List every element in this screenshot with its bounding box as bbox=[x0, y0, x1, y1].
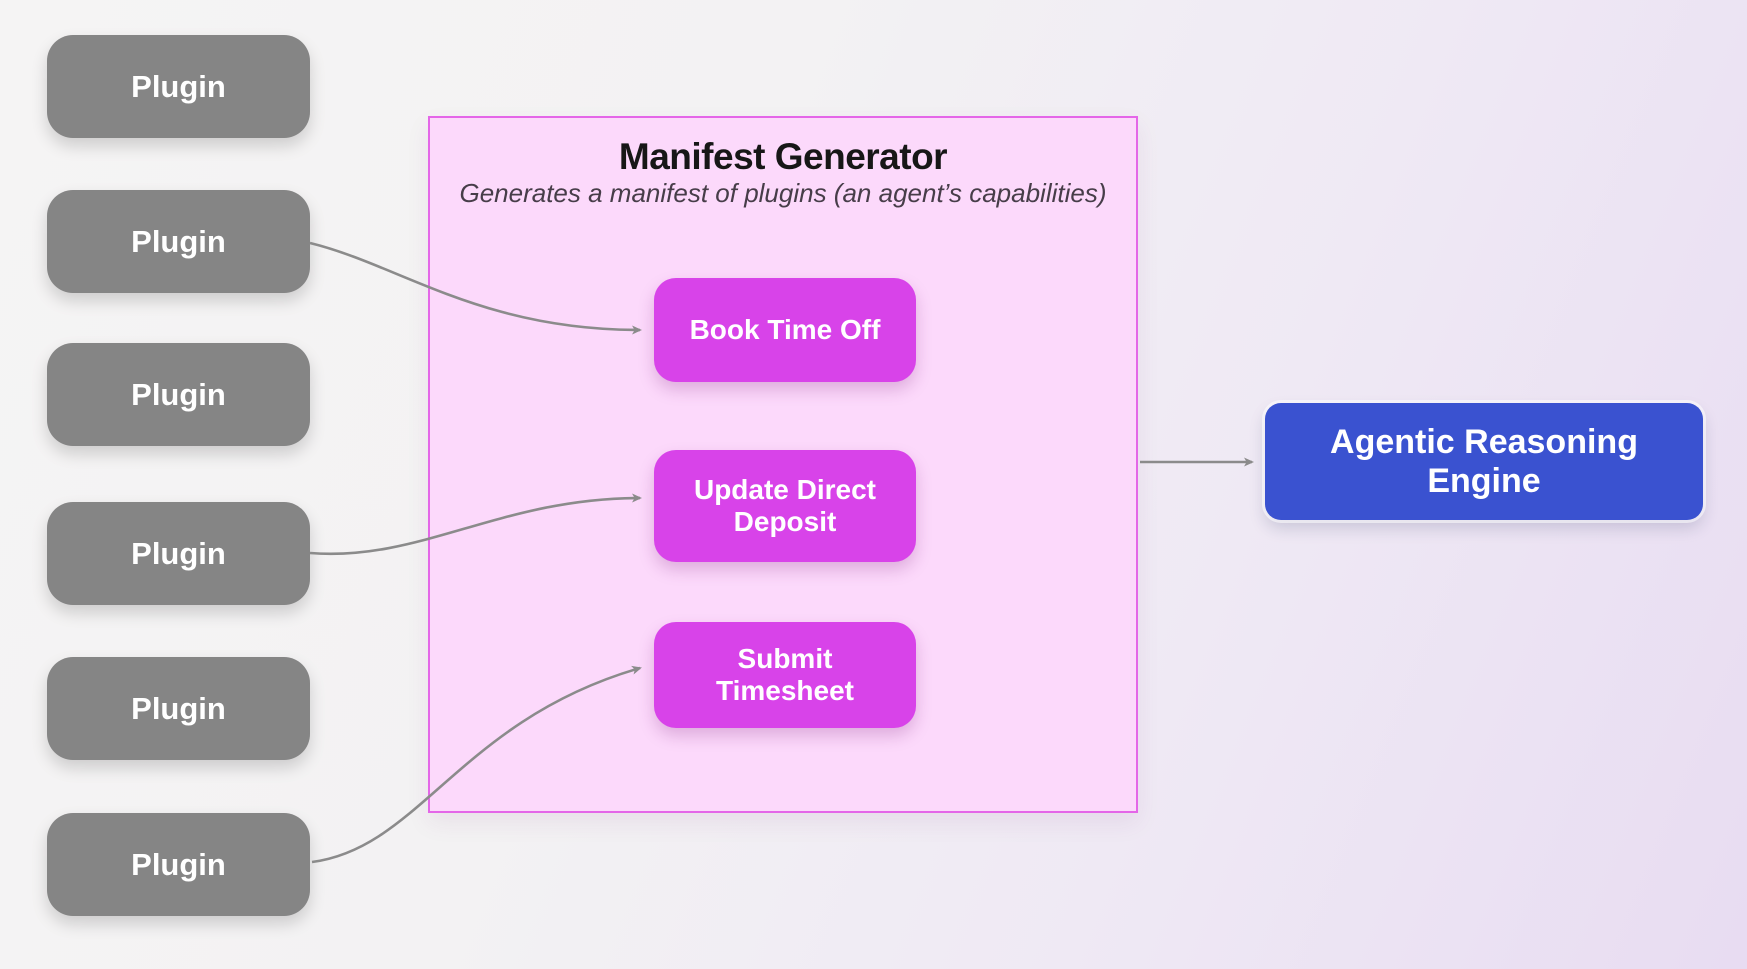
plugin-label: Plugin bbox=[131, 376, 226, 412]
plugin-node-5: Plugin bbox=[47, 657, 310, 760]
engine-label: Agentic Reasoning Engine bbox=[1330, 423, 1638, 500]
plugin-label: Plugin bbox=[131, 68, 226, 104]
manifest-generator-title: Manifest Generator bbox=[618, 136, 948, 177]
plugin-node-2: Plugin bbox=[47, 190, 310, 293]
agentic-reasoning-engine-node: Agentic Reasoning Engine bbox=[1265, 403, 1703, 520]
plugin-label: Plugin bbox=[131, 846, 226, 882]
plugin-label: Plugin bbox=[131, 223, 226, 259]
plugin-node-6: Plugin bbox=[47, 813, 310, 916]
plugin-label: Plugin bbox=[131, 535, 226, 571]
plugin-node-4: Plugin bbox=[47, 502, 310, 605]
plugin-node-1: Plugin bbox=[47, 35, 310, 138]
plugin-label: Plugin bbox=[131, 690, 226, 726]
capability-node-book-time-off: Book Time Off bbox=[654, 278, 916, 382]
capability-label: Submit Timesheet bbox=[716, 642, 854, 706]
manifest-generator-subtitle: Generates a manifest of plugins (an agen… bbox=[459, 178, 1107, 208]
capability-node-update-direct-deposit: Update Direct Deposit bbox=[654, 450, 916, 562]
capability-node-submit-timesheet: Submit Timesheet bbox=[654, 622, 916, 728]
capability-label: Book Time Off bbox=[689, 313, 881, 345]
plugin-node-3: Plugin bbox=[47, 343, 310, 446]
capability-label: Update Direct Deposit bbox=[693, 473, 877, 537]
